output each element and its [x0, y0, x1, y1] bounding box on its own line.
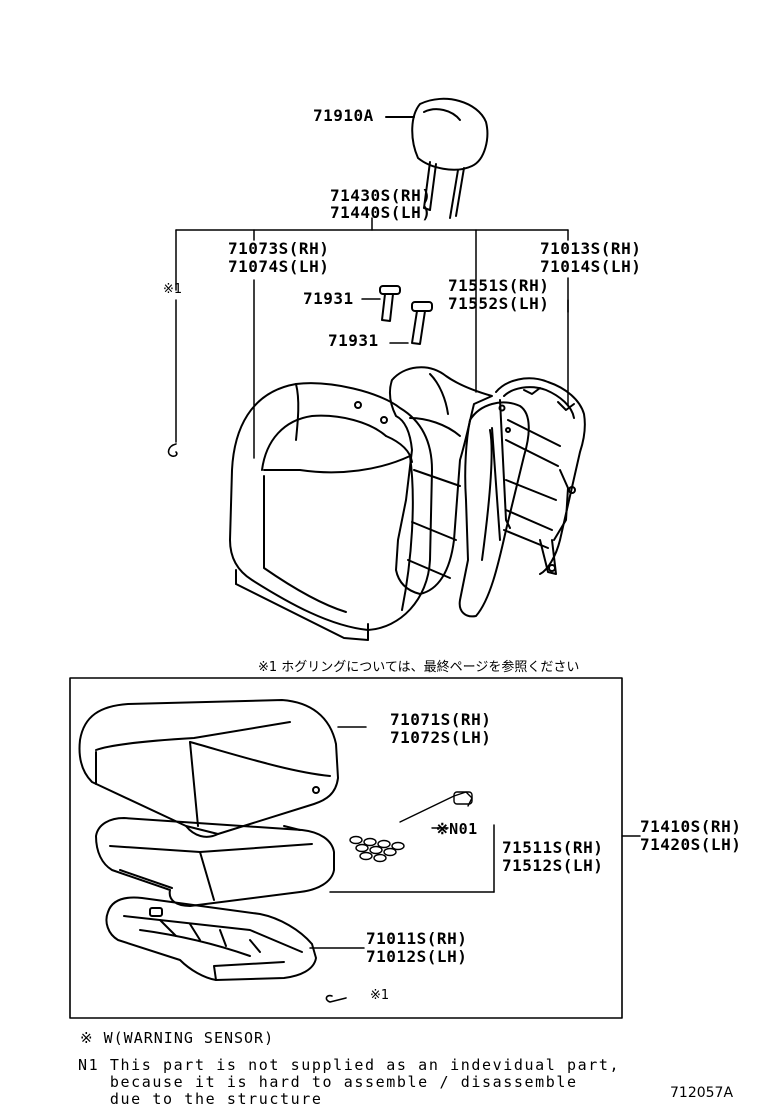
- note-n1-line1: N1 This part is not supplied as an indev…: [78, 1056, 621, 1074]
- part-number-cushion-pad-lh: 71512S(LH): [502, 856, 604, 875]
- part-number-back-cover-rh: 71073S(RH): [228, 239, 330, 258]
- cushion-leaders: [309, 726, 641, 949]
- part-number-cushion-pad-rh: 71511S(RH): [502, 838, 604, 857]
- part-number-cushion-frame-rh: 71011S(RH): [366, 929, 468, 948]
- sensor-reference: ※N01: [436, 820, 478, 838]
- part-number-guide-lower: 71931: [328, 331, 379, 350]
- headrest-guides: [379, 285, 433, 345]
- part-number-back-pad-rh: 71551S(RH): [448, 276, 550, 295]
- hog-ring-reference-top: ※1: [163, 282, 183, 297]
- part-number-support-rh: 71430S(RH): [330, 186, 432, 205]
- figure-id: 712057A: [670, 1085, 734, 1101]
- note-n1-line3: due to the structure: [78, 1090, 323, 1108]
- part-number-back-pad-lh: 71552S(LH): [448, 294, 550, 313]
- cushion-cover-part: [78, 699, 339, 838]
- part-number-cushion-assy-rh: 71410S(RH): [640, 817, 742, 836]
- part-number-cushion-frame-lh: 71012S(LH): [366, 947, 468, 966]
- note-n1-line2: because it is hard to assemble / disasse…: [78, 1073, 578, 1091]
- cushion-frame-part: [105, 896, 317, 981]
- back-cover-part: [229, 382, 433, 641]
- hog-ring-reference-bottom: ※1: [370, 988, 390, 1003]
- part-number-back-frame-lh: 71014S(LH): [540, 257, 642, 276]
- part-number-cushion-cover-lh: 71072S(LH): [390, 728, 492, 747]
- headrest-part: [385, 97, 489, 219]
- part-number-guide-upper: 71931: [303, 289, 354, 308]
- back-frame-part: [491, 377, 586, 575]
- back-leaders: [175, 217, 569, 459]
- back-pad-part: [388, 366, 530, 618]
- part-number-support-lh: 71440S(LH): [330, 203, 432, 222]
- part-number-cushion-assy-lh: 71420S(LH): [640, 835, 742, 854]
- part-number-back-cover-lh: 71074S(LH): [228, 257, 330, 276]
- part-number-cushion-cover-rh: 71071S(RH): [390, 710, 492, 729]
- part-number-back-frame-rh: 71013S(RH): [540, 239, 642, 258]
- cushion-pad-part: [95, 817, 335, 907]
- hog-ring-note-japanese: ※1 ホグリングについては、最終ページを参照ください: [258, 660, 580, 675]
- warning-sensor-part: [349, 791, 473, 863]
- warning-sensor-legend: ※ W(WARNING SENSOR): [80, 1029, 275, 1047]
- part-number-headrest: 71910A: [313, 106, 374, 125]
